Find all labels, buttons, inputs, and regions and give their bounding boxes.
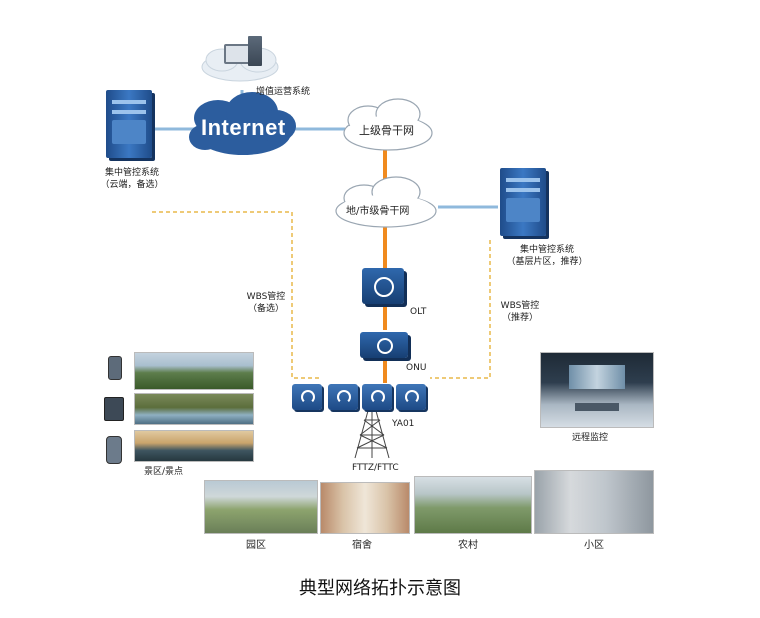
onu-label: ONU <box>406 363 427 373</box>
wifi-ap-icon <box>328 384 358 410</box>
scenic-photo-1 <box>134 352 254 390</box>
wbs-right-label-1: WBS管控 <box>500 301 540 311</box>
internet-cloud-icon <box>189 92 296 155</box>
village-label: 农村 <box>458 540 478 551</box>
onu-device-icon <box>360 332 408 358</box>
wbs-left-label-2: （备选） <box>247 304 284 314</box>
scenic-photo-2 <box>134 393 254 425</box>
city-backbone-cloud-icon <box>335 176 437 228</box>
central-cloud-label-1: 集中管控系统 <box>104 168 159 178</box>
diagram-caption: 典型网络拓扑示意图 <box>299 578 461 599</box>
upper-backbone-cloud-icon <box>343 98 433 151</box>
dorm-label: 宿舍 <box>352 540 372 551</box>
fttz-label: FTTZ/FTTC <box>352 463 399 473</box>
park-label: 园区 <box>246 540 266 551</box>
park-photo <box>204 480 318 534</box>
wbs-right-path <box>430 240 491 379</box>
tablet-icon <box>104 397 124 421</box>
central-server-left-icon <box>106 90 152 158</box>
vas-computer-icon <box>224 44 250 64</box>
wbs-right-label-2: （推荐） <box>501 313 538 323</box>
dorm-photo <box>320 482 410 534</box>
central-grassroots-label-2: （基层片区，推荐） <box>506 257 588 267</box>
village-photo <box>414 476 532 534</box>
vas-server-icon <box>248 36 262 66</box>
central-grassroots-label-1: 集中管控系统 <box>519 245 574 255</box>
phone-icon <box>108 356 122 380</box>
city-backbone-label: 地/市级骨干网 <box>346 206 410 217</box>
olt-device-icon <box>362 268 404 304</box>
central-cloud-label-2: （云端，备选） <box>100 180 164 190</box>
olt-label: OLT <box>410 307 427 317</box>
community-photo <box>534 470 654 534</box>
ya01-label: YA01 <box>392 419 415 429</box>
remote-monitor-label: 远程监控 <box>572 433 609 443</box>
central-server-right-icon <box>500 168 546 236</box>
upper-backbone-label: 上级骨干网 <box>359 124 414 137</box>
scenic-label: 景区/景点 <box>144 467 184 477</box>
video-wall-icon <box>540 352 654 428</box>
wifi-ap-icon <box>362 384 392 410</box>
wbs-left-path <box>152 211 322 379</box>
internet-label: Internet <box>201 115 286 140</box>
wbs-left-label-1: WBS管控 <box>246 292 286 302</box>
community-label: 小区 <box>584 540 604 551</box>
vas-label: 增值运营系统 <box>256 87 311 97</box>
wifi-ap-icon <box>292 384 322 410</box>
phone-icon <box>106 436 122 464</box>
scenic-photo-3 <box>134 430 254 462</box>
wifi-ap-icon <box>396 384 426 410</box>
